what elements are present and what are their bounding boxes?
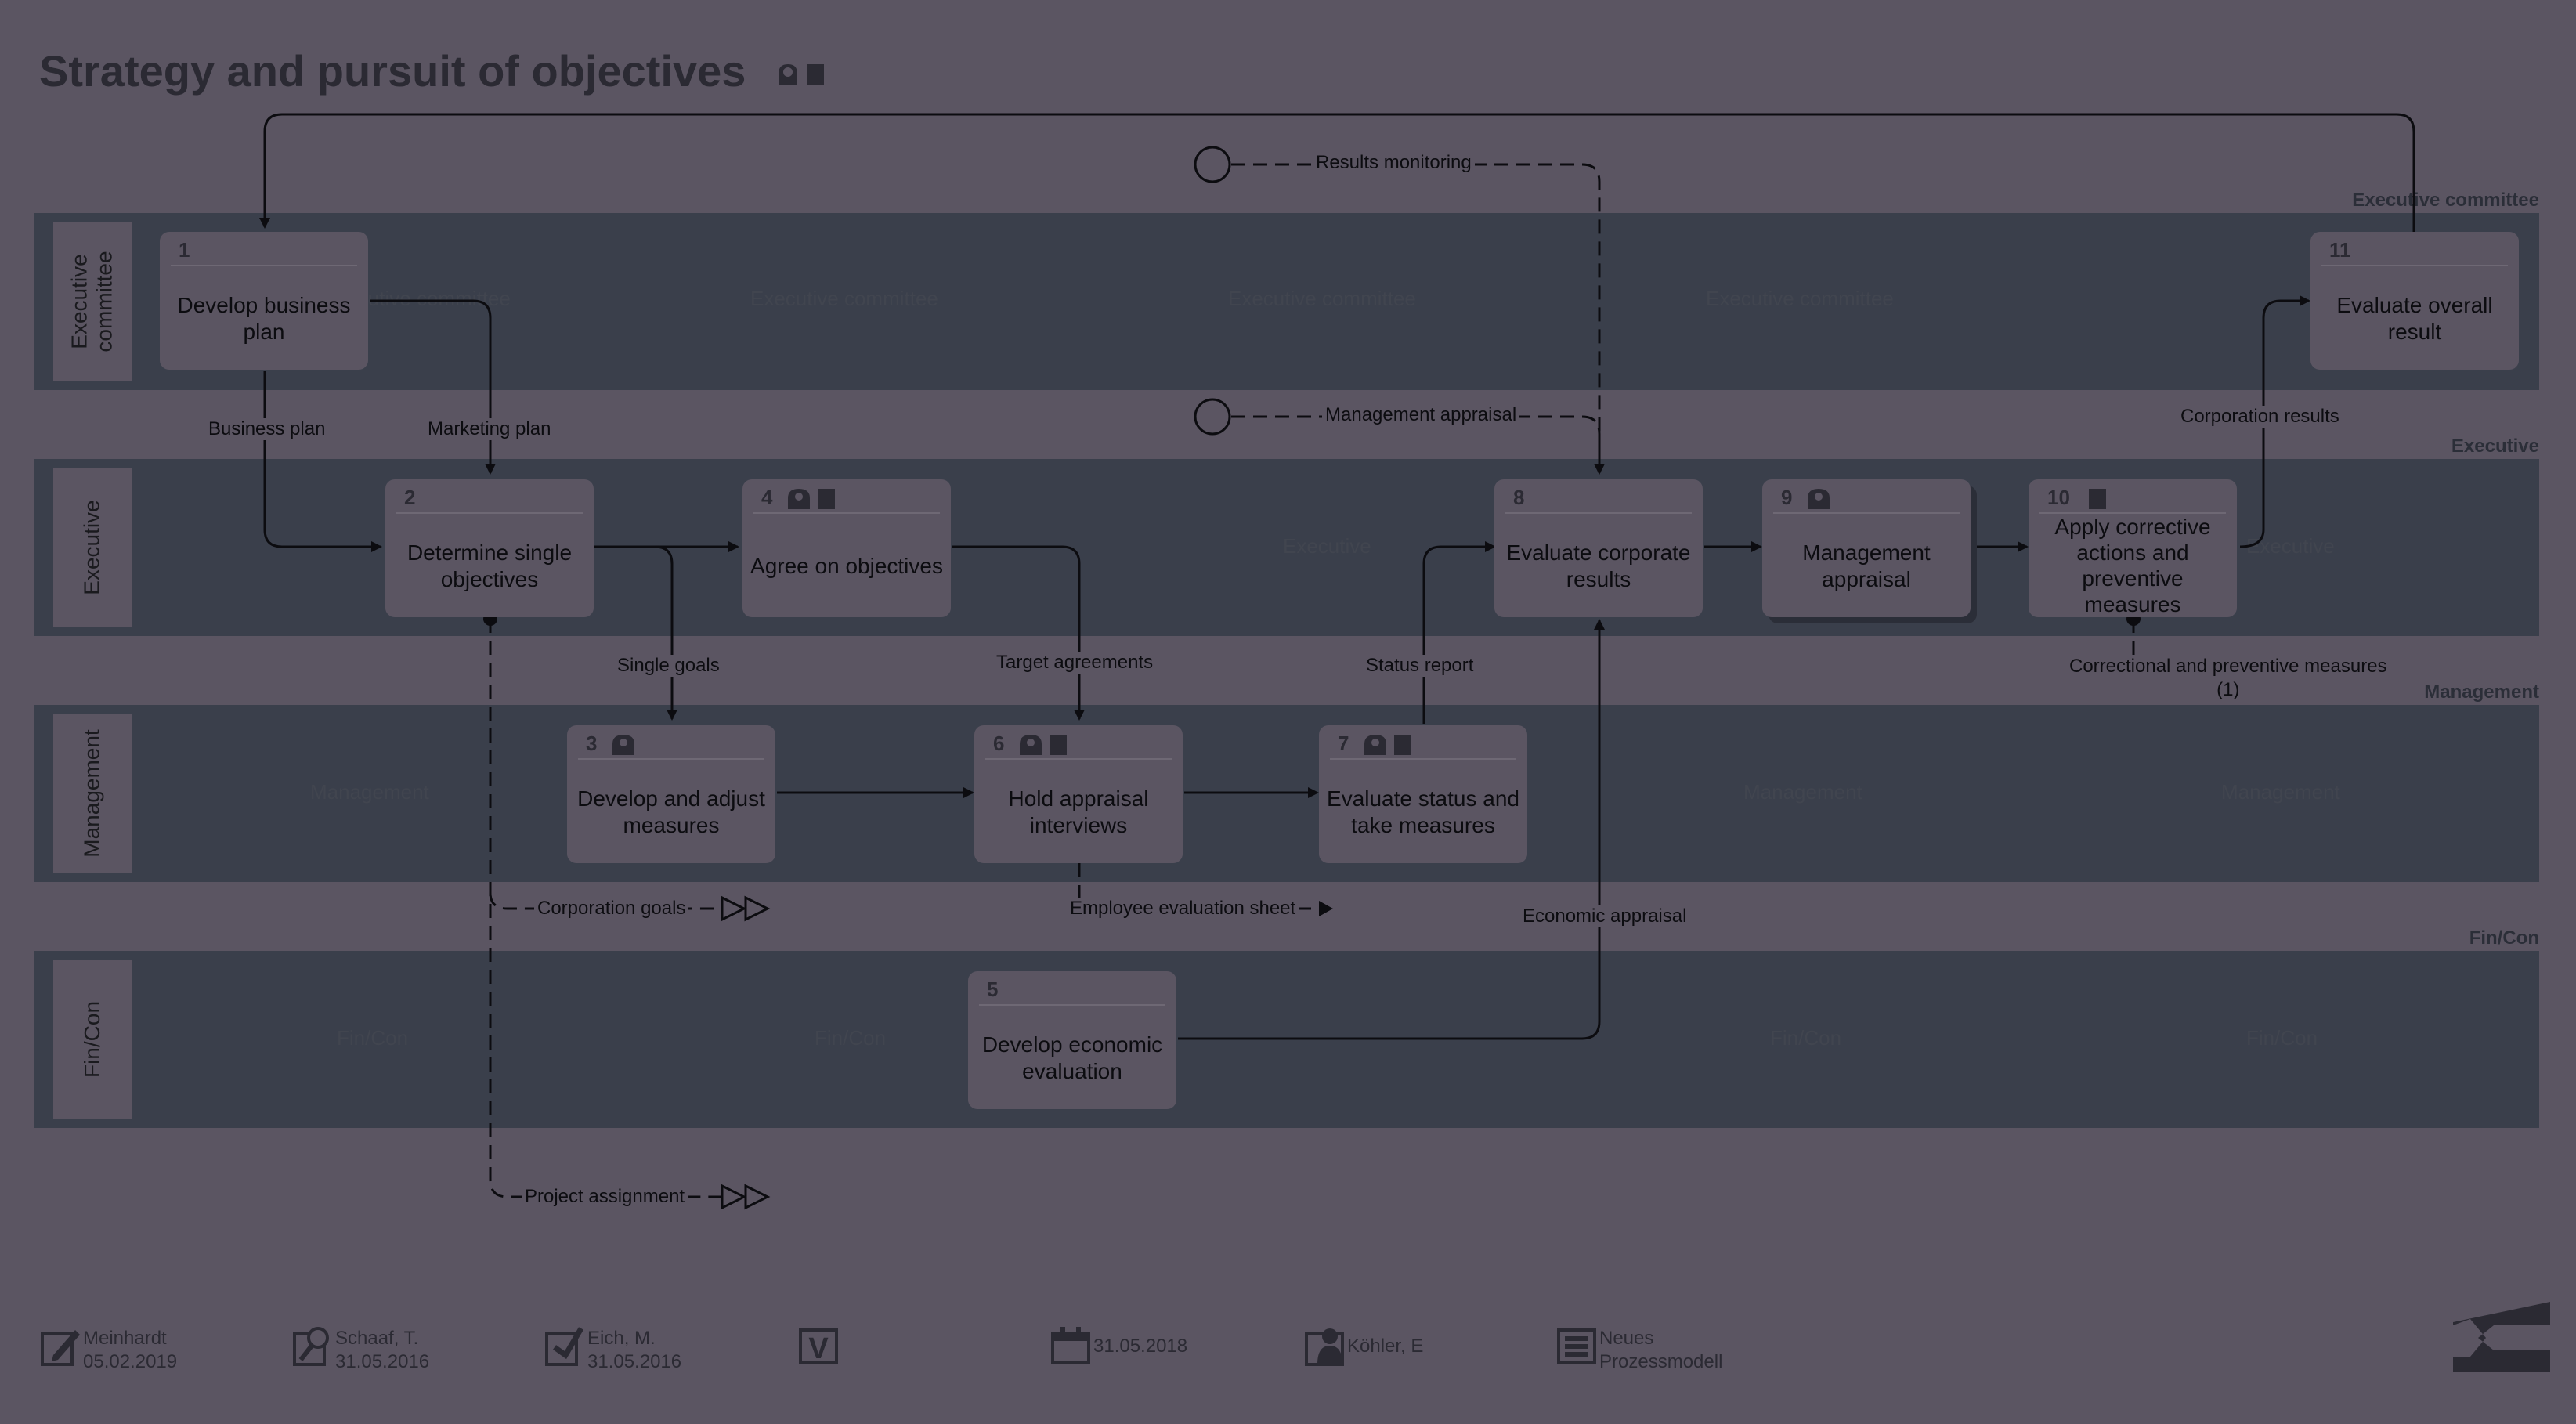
lane-tag-executive: Executive xyxy=(2451,436,2539,457)
lane-tag-executive-committee: Executive committee xyxy=(2352,190,2539,211)
label-economic-appraisal: Economic appraisal xyxy=(1519,905,1690,927)
lane-watermark: Executive committee xyxy=(1228,287,1416,310)
process-step-6[interactable]: 6 Hold appraisal interviews xyxy=(974,725,1183,863)
label-corporation-results: Corporation results xyxy=(2177,406,2343,428)
label-marketing-plan: Marketing plan xyxy=(425,418,555,440)
footer-version: V xyxy=(797,1324,841,1368)
page-title: Strategy and pursuit of objectives xyxy=(39,46,746,96)
lane-tag-management: Management xyxy=(2424,681,2539,703)
process-step-1[interactable]: 1 Develop business plan xyxy=(160,232,368,370)
lane-watermark: Executive xyxy=(1283,534,1371,558)
label-corporation-goals: Corporation goals xyxy=(534,898,689,920)
flow-business-plan xyxy=(263,371,382,552)
lane-label-management: Management xyxy=(53,714,132,873)
interface-corporation-goals-icon xyxy=(721,895,771,922)
lane-watermark: Management xyxy=(1743,780,1862,804)
lane-tag-fin-con: Fin/Con xyxy=(2469,927,2539,949)
flow-project-assignment xyxy=(489,619,721,1198)
model-icon xyxy=(1557,1328,1596,1364)
owner-icon xyxy=(1305,1328,1344,1366)
process-step-8[interactable]: 8 Evaluate corporate results xyxy=(1494,479,1703,617)
lane-watermark: Fin/Con xyxy=(337,1026,409,1050)
lane-label-executive: Executive xyxy=(53,468,132,627)
label-management-appraisal: Management appraisal xyxy=(1322,404,1520,426)
lane-watermark: Fin/Con xyxy=(2246,1026,2318,1050)
label-corrective-measures: Correctional and preventive measures (1) xyxy=(2066,655,2390,702)
footer-reviewer: Schaaf, T.31.05.2016 xyxy=(291,1324,429,1374)
flow-single-goals xyxy=(594,545,677,721)
lane-label-executive-committee: Executive committee xyxy=(53,222,132,381)
lane-watermark: Management xyxy=(2221,780,2340,804)
role-document-icon xyxy=(1364,735,1411,755)
process-step-9[interactable]: 9 Management appraisal xyxy=(1762,479,1971,617)
process-step-11[interactable]: 11 Evaluate overall result xyxy=(2310,232,2519,370)
flow-corporation-goals xyxy=(489,892,721,910)
lane-watermark: Fin/Con xyxy=(815,1026,887,1050)
interface-project-assignment-icon xyxy=(721,1184,771,1210)
label-status-report: Status report xyxy=(1363,655,1477,677)
process-step-10[interactable]: 10 Apply corrective actions and preventi… xyxy=(2029,479,2237,617)
flow-corporation-results xyxy=(2239,295,2310,548)
lane-watermark: Management xyxy=(310,780,429,804)
approve-icon xyxy=(545,1327,584,1366)
flow-economic-appraisal xyxy=(1178,619,1605,1040)
lane-watermark: Executive committee xyxy=(750,287,938,310)
version-icon: V xyxy=(799,1328,838,1365)
calendar-icon xyxy=(1051,1327,1090,1364)
event-results-monitoring xyxy=(1194,146,1231,183)
label-business-plan: Business plan xyxy=(205,418,329,440)
lane-label-fin-con: Fin/Con xyxy=(53,960,132,1119)
flow-target-agreements xyxy=(952,545,1085,721)
label-single-goals: Single goals xyxy=(614,655,723,677)
flow-status-report xyxy=(1422,541,1496,724)
role-icon xyxy=(612,735,634,755)
flow-management-appraisal xyxy=(1231,415,1605,475)
interface-employee-evaluation-icon xyxy=(1319,901,1333,916)
process-step-2[interactable]: 2 Determine single objectives xyxy=(385,479,594,617)
review-icon xyxy=(293,1327,329,1366)
footer-owner: Köhler, E xyxy=(1303,1324,1423,1368)
label-target-agreements: Target agreements xyxy=(993,652,1157,674)
flow-loop-11-to-1 xyxy=(259,113,2415,232)
svg-text:V: V xyxy=(808,1332,829,1365)
company-logo xyxy=(2453,1302,2550,1372)
footer-valid-date: 31.05.2018 xyxy=(1050,1324,1187,1368)
process-step-3[interactable]: 3 Develop and adjust measures xyxy=(567,725,775,863)
event-management-appraisal xyxy=(1194,398,1231,436)
label-project-assignment: Project assignment xyxy=(522,1186,688,1208)
process-step-5[interactable]: 5 Develop economic evaluation xyxy=(968,971,1176,1109)
lane-watermark: Fin/Con xyxy=(1770,1026,1842,1050)
process-step-4[interactable]: 4 Agree on objectives xyxy=(742,479,951,617)
edit-icon xyxy=(41,1330,80,1366)
footer-approver: Eich, M.31.05.2016 xyxy=(544,1324,681,1374)
lane-watermark: Executive committee xyxy=(1706,287,1894,310)
flow-marketing-plan xyxy=(370,299,496,475)
label-results-monitoring: Results monitoring xyxy=(1313,152,1475,174)
role-document-icon xyxy=(788,489,835,509)
document-icon xyxy=(2089,489,2106,509)
flow-results-monitoring xyxy=(1231,163,1605,475)
role-icon xyxy=(1808,489,1830,509)
process-step-7[interactable]: 7 Evaluate status and take measures xyxy=(1319,725,1527,863)
label-employee-evaluation-sheet: Employee evaluation sheet xyxy=(1067,898,1299,920)
role-document-icon xyxy=(779,64,824,85)
role-document-icon xyxy=(1020,735,1067,755)
